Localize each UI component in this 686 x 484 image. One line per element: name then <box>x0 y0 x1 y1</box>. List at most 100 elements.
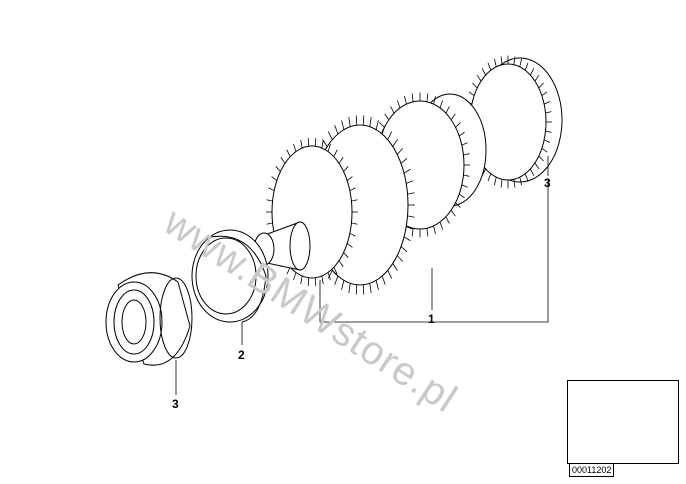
gear-tooth <box>341 280 345 290</box>
gear-middle <box>370 92 487 238</box>
gear-tooth <box>286 149 291 157</box>
gear-tooth <box>341 120 345 130</box>
gear-tooth <box>338 157 344 164</box>
gear-tooth <box>390 106 395 114</box>
gear-tooth <box>396 100 401 109</box>
gear-tooth <box>369 117 372 127</box>
gear-tooth <box>439 100 444 109</box>
gear-tooth <box>266 222 273 225</box>
gear-tooth <box>455 122 461 128</box>
gear-tooth <box>293 272 297 281</box>
gear-tooth <box>349 187 356 191</box>
gear-tooth <box>445 106 450 114</box>
gear-tooth <box>534 74 540 82</box>
gear-tooth <box>450 210 456 217</box>
gear-tooth <box>524 62 529 71</box>
gear-tooth <box>338 260 344 267</box>
gear-tooth <box>343 166 349 172</box>
gear-tooth <box>351 199 358 202</box>
gear-tooth <box>541 91 548 96</box>
gear-tooth <box>400 158 408 164</box>
gear-tooth <box>543 101 551 105</box>
gear-tooth <box>387 131 393 140</box>
gear-tooth <box>384 113 390 120</box>
gear-tooth <box>455 202 461 208</box>
callout-part-2: 2 <box>238 348 245 362</box>
gear-tooth <box>500 179 503 188</box>
gear-tooth <box>275 166 281 172</box>
callout-part-3-right: 3 <box>544 176 551 190</box>
gear-tooth <box>481 68 487 76</box>
gear-tooth <box>327 143 331 152</box>
gear-tooth <box>463 174 470 177</box>
gear-tooth <box>351 222 358 225</box>
gear-tooth <box>396 148 403 155</box>
gear-tooth <box>426 228 429 237</box>
gear-tooth <box>406 226 414 230</box>
gear-tooth <box>411 228 414 237</box>
gear-tooth <box>433 225 436 234</box>
gear-tooth <box>346 243 353 248</box>
gear-tooth <box>513 179 516 188</box>
gear-tooth <box>293 143 297 152</box>
gear-tooth <box>379 122 385 128</box>
gear-tooth <box>333 149 338 157</box>
leader-lines <box>175 156 549 395</box>
gear-tooth <box>406 180 414 184</box>
gear-tooth <box>349 233 356 237</box>
gear-tooth <box>392 139 398 147</box>
gear-tooth <box>519 58 522 67</box>
gear-tooth <box>333 267 338 275</box>
gear-tooth <box>407 215 415 218</box>
callout-part-3-left: 3 <box>172 397 179 411</box>
gear-tooth <box>494 177 497 186</box>
gear-rear <box>464 55 563 189</box>
gear-tooth <box>334 275 339 285</box>
gear-tooth <box>375 280 379 290</box>
gear-tooth <box>487 62 492 71</box>
thumbnail-frame <box>567 380 679 464</box>
gear-tooth <box>400 246 408 252</box>
gear-tooth <box>458 193 465 199</box>
gear-tooth <box>346 176 353 181</box>
gear-tooth <box>334 125 339 135</box>
gear-tooth <box>534 162 540 170</box>
gear-tooth <box>524 173 529 182</box>
gear-tooth <box>463 153 470 156</box>
gear-tooth <box>461 184 468 188</box>
gear-tooth <box>375 120 379 130</box>
gear-tooth <box>468 91 475 96</box>
gear-tooth <box>407 192 415 195</box>
gear-tooth <box>472 82 478 89</box>
gear-tooth <box>543 139 551 143</box>
gear-tooth <box>348 283 351 293</box>
callout-part-1: 1 <box>428 312 435 326</box>
gear-tooth <box>381 275 386 285</box>
gear-tooth <box>426 93 429 102</box>
gear-tooth <box>450 113 456 120</box>
gear-tooth <box>300 139 303 149</box>
gear-tooth <box>343 252 349 258</box>
gear-tooth <box>321 275 324 285</box>
gear-tooth <box>321 139 324 149</box>
gear-tooth <box>387 270 393 279</box>
gear-tooth <box>487 173 492 182</box>
gear-tooth <box>348 117 351 127</box>
roller-bearing <box>105 272 193 366</box>
gear-tooth <box>403 168 411 174</box>
gear-tooth <box>433 96 436 105</box>
gear-tooth <box>476 74 482 82</box>
gear-tooth <box>268 187 275 191</box>
gear-tooth <box>286 267 291 275</box>
gear-tooth <box>461 142 468 146</box>
gear-tooth <box>327 131 333 140</box>
gear-tooth <box>266 199 273 202</box>
gear-tooth <box>500 56 503 65</box>
gear-tooth <box>392 263 398 271</box>
gear-tooth <box>411 93 414 102</box>
gear-tooth <box>300 275 303 285</box>
gear-tooth <box>513 56 516 65</box>
thumbnail-code: 00011202 <box>569 463 615 477</box>
gear-tooth <box>541 148 548 153</box>
